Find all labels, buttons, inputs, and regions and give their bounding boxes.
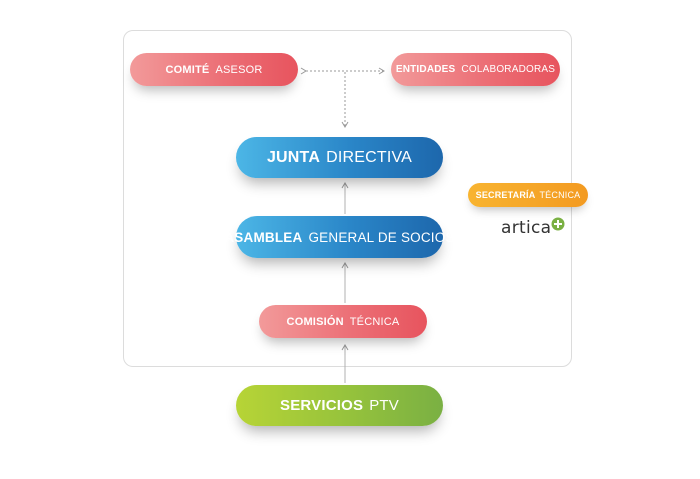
junta-directiva-node: Junta directiva	[236, 137, 443, 178]
junta-light-label: directiva	[326, 148, 413, 166]
servicios-light-label: PTV	[369, 397, 399, 414]
secretaria-strong-label: Secretaría	[475, 190, 536, 200]
comite-strong-label: Comité	[165, 63, 210, 76]
secretaria-light-label: técnica	[539, 190, 581, 200]
asamblea-general-node: Asamblea general de socios	[224, 216, 454, 258]
junta-strong-label: Junta	[266, 148, 321, 166]
entidades-strong-label: Entidades	[395, 64, 456, 75]
asamblea-strong-label: Asamblea	[224, 229, 303, 245]
logo-text: artica	[501, 218, 552, 238]
servicios-ptv-node: Servicios PTV	[236, 385, 443, 426]
entidades-colaboradoras-node: Entidades colaboradoras	[391, 53, 560, 86]
comision-strong-label: Comisión	[286, 315, 344, 328]
asamblea-light-label: general de socios	[308, 229, 455, 245]
secretaria-tecnica-node: Secretaría técnica	[468, 183, 588, 207]
servicios-strong-label: Servicios	[280, 397, 364, 414]
artica-logo: artica	[501, 214, 565, 242]
comision-light-label: técnica	[349, 315, 400, 328]
comite-asesor-node: Comité asesor	[130, 53, 298, 86]
comision-tecnica-node: Comisión técnica	[259, 305, 427, 338]
plus-mark-icon	[551, 217, 565, 231]
entidades-light-label: colaboradoras	[461, 64, 556, 75]
comite-light-label: asesor	[215, 63, 263, 76]
